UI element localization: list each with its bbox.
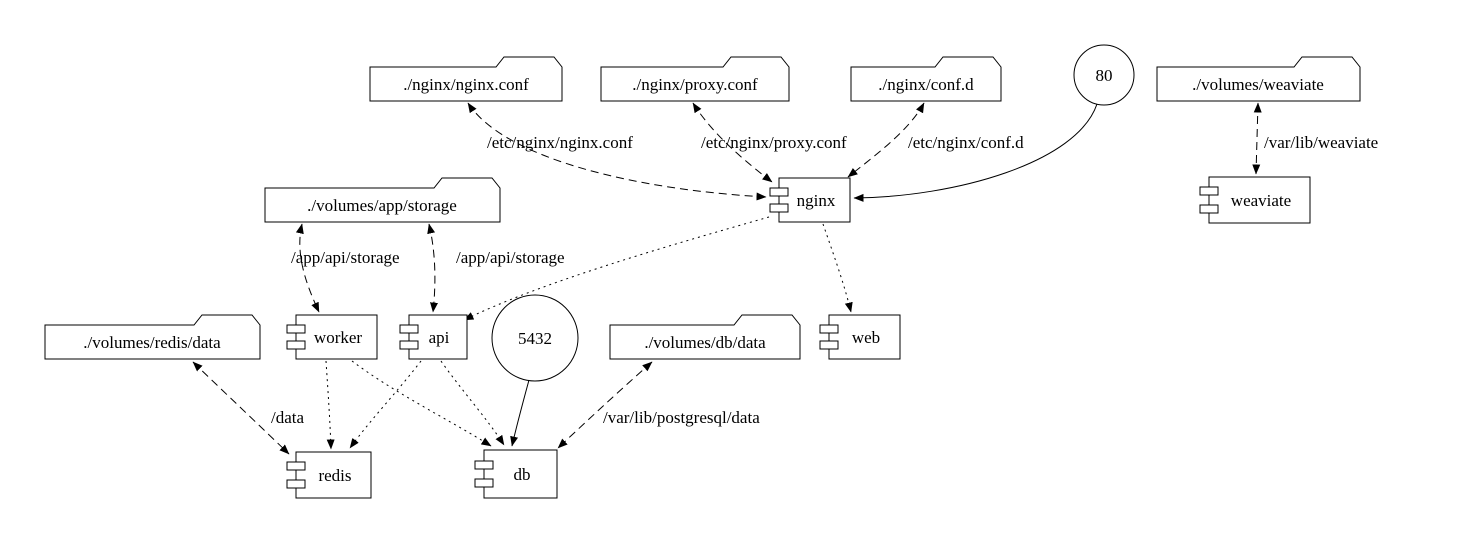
component-body — [483, 449, 558, 499]
folder-icon — [44, 314, 261, 360]
node-label: ./nginx/proxy.conf — [632, 75, 758, 94]
folder-icon — [1156, 56, 1361, 102]
node-label: weaviate — [1231, 191, 1291, 210]
node-volumes-redis-data: ./volumes/redis/data — [44, 314, 261, 360]
node-nginx-conf-file: ./nginx/nginx.conf — [369, 56, 563, 102]
component-tab-icon — [769, 203, 789, 213]
port-circle-icon — [491, 294, 579, 382]
component-tab-icon — [286, 461, 306, 471]
component-tab-icon — [1199, 186, 1219, 196]
node-label: redis — [318, 466, 351, 485]
edge-label-db-data-mount: /var/lib/postgresql/data — [603, 408, 760, 427]
component-tab-icon — [399, 340, 419, 350]
edge-storage-api-mount — [427, 223, 438, 313]
node-volumes-weaviate: ./volumes/weaviate — [1156, 56, 1361, 102]
node-volumes-db-data: ./volumes/db/data — [609, 314, 801, 360]
node-port-5432: 5432 — [491, 294, 579, 382]
component-body — [1208, 176, 1311, 224]
edge-nginx-nginx-conf-mount — [467, 102, 767, 201]
component-tab-icon — [474, 460, 494, 470]
component-tab-icon — [286, 479, 306, 489]
edge-label-api-storage-mount: /app/api/storage — [456, 248, 565, 267]
folder-icon — [609, 314, 801, 360]
component-tab-icon — [474, 478, 494, 488]
edge-nginx-depends-web — [822, 223, 853, 313]
component-body — [295, 451, 372, 499]
node-label: ./volumes/redis/data — [83, 333, 221, 352]
edges — [192, 102, 1262, 455]
edge-label-weaviate-mount: /var/lib/weaviate — [1264, 133, 1378, 152]
edge-label-nginx-conf-mount: /etc/nginx/nginx.conf — [487, 133, 633, 152]
component-tab-icon — [1199, 204, 1219, 214]
port-circle-icon — [1073, 44, 1135, 106]
component-tab-icon — [819, 324, 839, 334]
node-proxy-conf-file: ./nginx/proxy.conf — [600, 56, 790, 102]
edge-worker-depends-redis — [325, 360, 335, 450]
node-worker: worker — [286, 314, 378, 360]
node-label: worker — [314, 328, 362, 347]
node-nginx: nginx — [769, 177, 851, 223]
node-label: web — [852, 328, 880, 347]
node-weaviate: weaviate — [1199, 176, 1311, 224]
edge-api-depends-redis — [349, 360, 422, 449]
component-body — [408, 314, 468, 360]
folder-icon — [264, 177, 501, 223]
node-label: ./nginx/conf.d — [878, 75, 974, 94]
edge-nginx-conf-d-mount — [847, 102, 925, 178]
edge-label-conf-d-mount: /etc/nginx/conf.d — [908, 133, 1024, 152]
component-body — [295, 314, 378, 360]
edge-redis-data-mount — [192, 361, 290, 455]
node-label: db — [514, 465, 531, 484]
node-web: web — [819, 314, 901, 360]
edge-label-worker-storage-mount: /app/api/storage — [291, 248, 400, 267]
edge-worker-depends-db — [351, 360, 492, 447]
component-body — [828, 314, 901, 360]
folder-icon — [850, 56, 1002, 102]
folder-icon — [600, 56, 790, 102]
component-tab-icon — [286, 340, 306, 350]
node-label: ./nginx/nginx.conf — [403, 75, 529, 94]
edge-api-depends-db — [440, 360, 505, 446]
node-redis: redis — [286, 451, 372, 499]
node-label: ./volumes/app/storage — [307, 196, 457, 215]
edge-port-5432-db — [510, 379, 530, 447]
component-tab-icon — [399, 324, 419, 334]
component-body — [778, 177, 851, 223]
node-port-80: 80 — [1073, 44, 1135, 106]
node-api: api — [399, 314, 468, 360]
node-label: 5432 — [518, 329, 552, 348]
node-label: 80 — [1096, 66, 1113, 85]
node-label: ./volumes/weaviate — [1192, 75, 1324, 94]
component-tab-icon — [286, 324, 306, 334]
node-label: nginx — [797, 191, 836, 210]
edge-storage-worker-mount — [295, 223, 320, 313]
edge-labels: /etc/nginx/nginx.conf /etc/nginx/proxy.c… — [271, 133, 1378, 427]
node-db: db — [474, 449, 558, 499]
folder-icon — [369, 56, 563, 102]
edge-label-proxy-conf-mount: /etc/nginx/proxy.conf — [701, 133, 847, 152]
node-conf-d-folder: ./nginx/conf.d — [850, 56, 1002, 102]
edge-nginx-proxy-conf-mount — [692, 102, 773, 183]
node-label: ./volumes/db/data — [644, 333, 766, 352]
edge-db-data-mount — [557, 361, 653, 449]
edge-weaviate-volume-mount — [1252, 102, 1262, 175]
component-tab-icon — [769, 187, 789, 197]
node-label: api — [429, 328, 450, 347]
node-volumes-app-storage: ./volumes/app/storage — [264, 177, 501, 223]
edge-port-80-nginx — [853, 103, 1098, 202]
edge-label-redis-data-mount: /data — [271, 408, 304, 427]
component-tab-icon — [819, 340, 839, 350]
